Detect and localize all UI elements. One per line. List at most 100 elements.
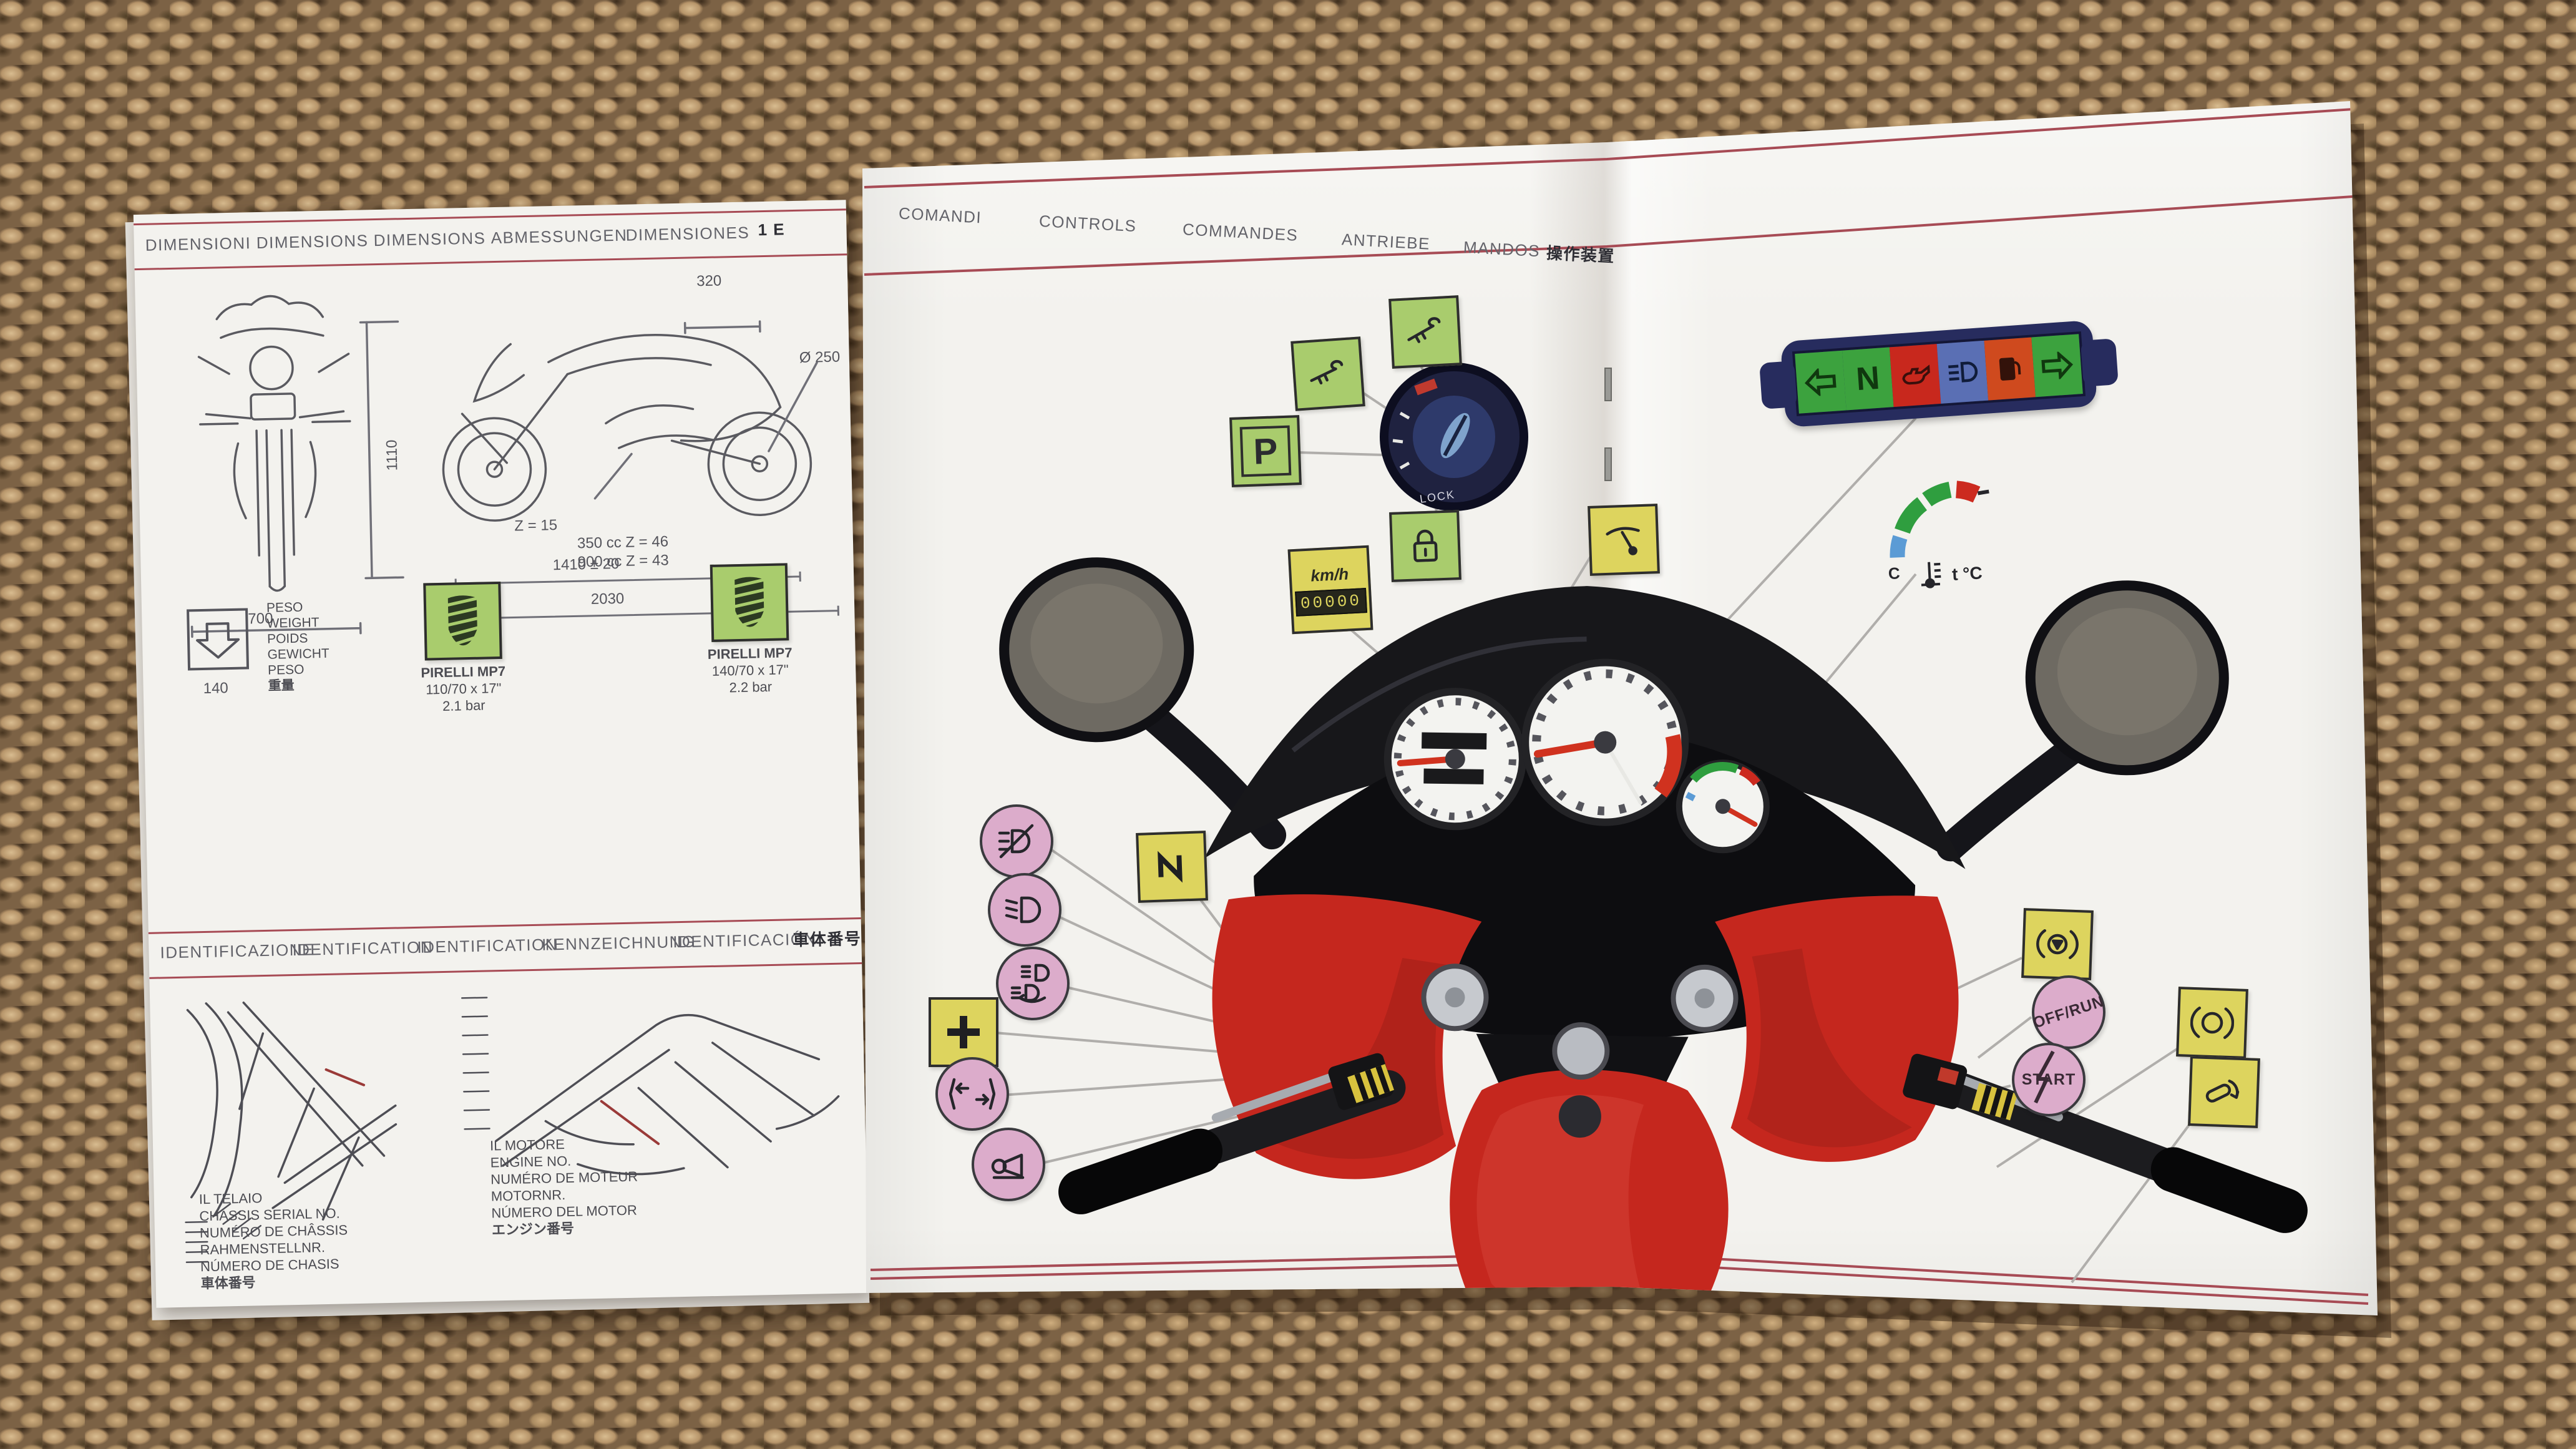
beam-selector-lamps-icon — [1010, 964, 1050, 1003]
weight-label-en: WEIGHT — [266, 615, 320, 631]
front-tire-brand: PIRELLI MP7 — [421, 663, 506, 681]
lever-icon — [1606, 527, 1640, 555]
fuel-tank — [1450, 1070, 1729, 1315]
front-view-drawing — [190, 295, 404, 638]
right-bar-tape — [1971, 1083, 2018, 1121]
rear-tire-tread-icon — [710, 563, 789, 642]
steering-lock-icon — [1389, 510, 1461, 582]
dim-header-fr: DIMENSIONS — [373, 228, 486, 250]
rear-tire-size: 140/70 x 17" — [711, 661, 789, 679]
switch-red-label — [1414, 378, 1438, 396]
oil-can-icon — [1902, 364, 1930, 385]
engine-stop-switch — [1937, 1066, 1959, 1085]
warning-light-panel: N — [1759, 320, 2119, 428]
handlebar-width-dim: 320 — [696, 272, 722, 290]
ignition-key-switch — [1380, 363, 1528, 511]
engine-line-es: NÚMERO DEL MOTOR — [491, 1202, 638, 1221]
key-icon — [1310, 359, 1344, 385]
headlight-flasher-icon — [980, 804, 1053, 878]
disc-with-triangle-icon — [2036, 929, 2079, 959]
beam-selector-icon — [996, 947, 1070, 1020]
steering-stem-nut — [1552, 1022, 1610, 1080]
oil-pressure-indicator — [1889, 344, 1941, 407]
neutral-letter: N — [1855, 359, 1881, 398]
right-turn-indicator — [2031, 334, 2083, 398]
engine-line-fr: NUMÉRO DE MOTEUR — [490, 1168, 638, 1188]
left-bar-tape — [1347, 1064, 1395, 1103]
windscreen-highlight — [1291, 637, 1587, 753]
chassis-number-labels: IL TELAIO CHASSIS SERIAL NO. NUMÉRO DE C… — [199, 1188, 349, 1292]
rear-tire-brand: PIRELLI MP7 — [707, 645, 793, 663]
high-beam-indicator — [1936, 340, 1989, 404]
id-header-en: IDENTIFICATION — [292, 937, 434, 960]
throttle-grip-icon — [2188, 1056, 2260, 1128]
low-beam-lamp-icon — [1005, 896, 1042, 924]
speedometer — [1383, 688, 1526, 831]
rear-disc-dim: Ø 250 — [799, 348, 841, 366]
dim-header-it: DIMENSIONI — [145, 233, 251, 255]
parking-inner-frame: P — [1239, 425, 1292, 477]
controls-header-es: MANDOS — [1463, 237, 1541, 261]
padlock-icon — [1413, 529, 1438, 562]
left-fork-cap-center — [1445, 987, 1465, 1008]
left-fairing-shade — [1262, 958, 1448, 1159]
right-mirror-glass — [2057, 608, 2197, 736]
left-turn-arrow-icon — [1804, 367, 1837, 398]
tachometer — [1521, 658, 1689, 826]
id-header-jp: 車体番号 — [793, 929, 862, 950]
weight-icon — [187, 608, 250, 671]
wheelbase-dim: 1410 ± 20 — [552, 555, 620, 574]
low-beam-icon — [988, 873, 1061, 947]
lightning-bolt-icon — [2034, 1050, 2055, 1104]
chassis-line-es: NÚMERO DE CHASIS — [200, 1256, 339, 1275]
weight-labels: PESO WEIGHT POIDS GEWICHT PESO 重量 — [266, 599, 330, 694]
parking-letter: P — [1252, 430, 1279, 472]
front-sprocket-dim: Z = 15 — [514, 517, 558, 535]
front-tire-pressure: 2.1 bar — [442, 697, 485, 714]
odometer-digits: 00000 — [1295, 587, 1367, 617]
brake-lever-icon — [2021, 908, 2094, 980]
opposed-arrows-icon — [949, 1078, 995, 1110]
engine-number-labels: IL MOTORE ENGINE NO. NUMÉRO DE MOTEUR MO… — [490, 1134, 639, 1239]
side-view-drawing — [442, 320, 818, 522]
temp-arc-icon — [1890, 481, 1989, 588]
left-page: DIMENSIONI DIMENSIONS DIMENSIONS ABMESSU… — [133, 200, 869, 1308]
front-tire-size: 110/70 x 17" — [425, 680, 502, 698]
start-label: START — [2021, 1070, 2076, 1088]
right-fork-cap-center — [1694, 988, 1715, 1008]
panel-left-tab — [1759, 361, 1798, 409]
choke-lever-icon — [1588, 504, 1660, 576]
rear-tire-spec: PIRELLI MP7 140/70 x 17" 2.2 bar — [703, 644, 798, 696]
sprocket-350-dim: 350 cc Z = 46 — [577, 533, 669, 552]
weight-label-de: GEWICHT — [267, 646, 329, 662]
ignition-key-icon-b — [1290, 336, 1365, 411]
page-tab: 1 E — [758, 220, 786, 240]
right-mirror-stalk — [1936, 734, 2088, 862]
turn-signal-switch-icon — [935, 1057, 1009, 1131]
weight-label-es: PESO — [267, 662, 305, 678]
front-brake-icon — [2176, 987, 2248, 1059]
key-icon — [1407, 317, 1441, 343]
weight-label-fr: POIDS — [266, 631, 308, 646]
weight-value: 140 — [203, 680, 229, 697]
engine-line-jp: エンジン番号 — [491, 1220, 575, 1238]
flash-lamp-icon — [998, 824, 1034, 859]
left-mirror-glass — [1030, 583, 1163, 704]
horn-trumpet-icon — [991, 1153, 1025, 1179]
rear-tire-pressure: 2.2 bar — [729, 678, 773, 696]
right-fairing-shade — [1747, 949, 1912, 1148]
staple-top — [1604, 368, 1612, 401]
fuel-reserve-indicator — [1984, 337, 2036, 401]
high-beam-icon — [1948, 361, 1978, 383]
tread-pattern-icon — [730, 577, 768, 628]
right-turn-arrow-icon — [2041, 350, 2074, 381]
weight-label-jp: 重量 — [268, 678, 295, 693]
tread-pattern-icon — [444, 595, 481, 646]
temperature-gauge — [1676, 759, 1770, 854]
zigzag-icon — [1158, 851, 1183, 883]
engine-number-drawing — [461, 997, 840, 1176]
kmh-label: km/h — [1310, 564, 1349, 585]
dim-header-es: DIMENSIONES — [625, 223, 750, 245]
weight-label-it: PESO — [266, 600, 303, 615]
